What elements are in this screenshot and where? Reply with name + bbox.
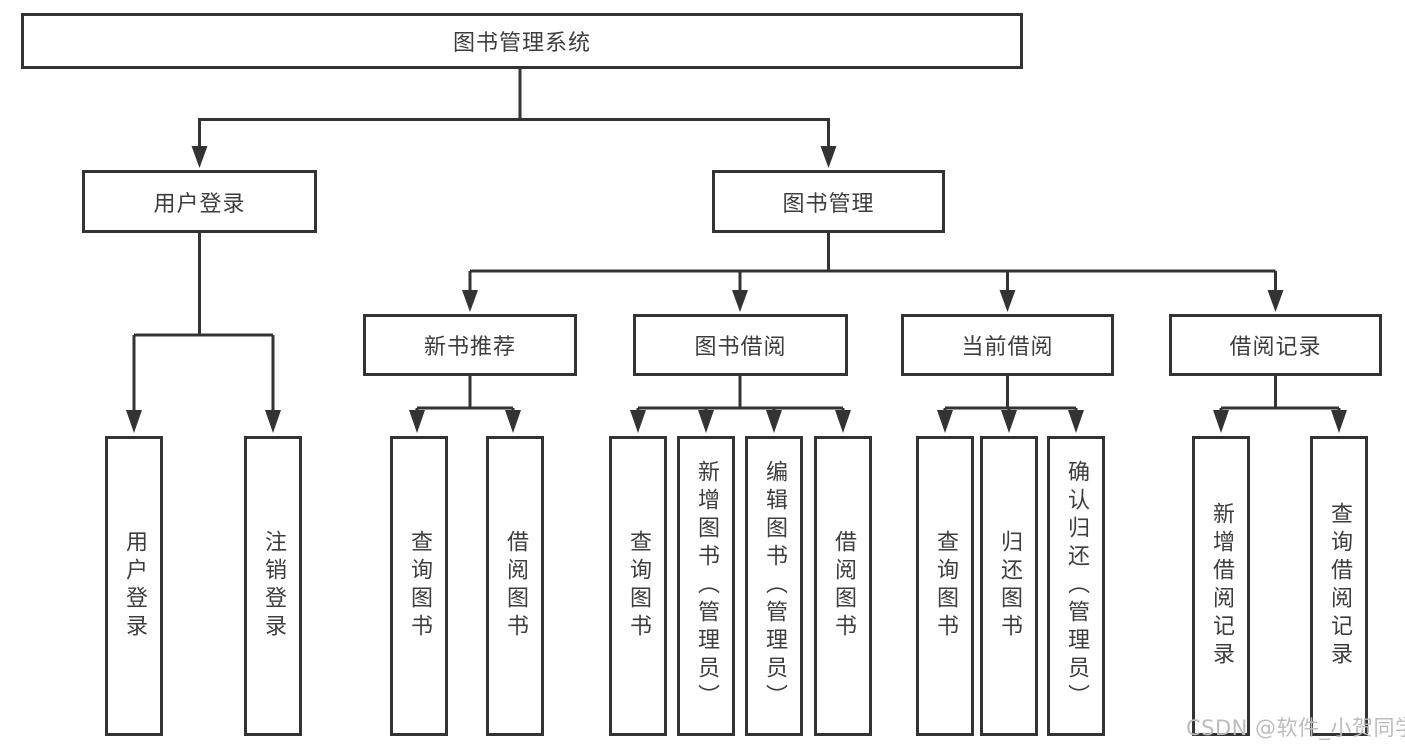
leaf-query-book-borrow: 查询图书: [609, 436, 667, 736]
node-book-management: 图书管理: [712, 170, 945, 233]
node-new-book-recommend: 新书推荐: [363, 314, 577, 376]
leaf-user-login: 用户登录: [105, 436, 163, 736]
leaf-borrow-book: 借阅图书: [814, 436, 872, 736]
leaf-edit-book-admin: 编辑图书（管理员）: [745, 436, 803, 736]
leaf-confirm-return-admin: 确认归还（管理员）: [1047, 436, 1105, 736]
leaf-return-book: 归还图书: [980, 436, 1038, 736]
node-root-system: 图书管理系统: [21, 13, 1023, 69]
leaf-query-book-current: 查询图书: [916, 436, 974, 736]
leaf-borrow-book-recommend: 借阅图书: [486, 436, 544, 736]
leaf-add-book-admin: 新增图书（管理员）: [677, 436, 735, 736]
node-book-borrow: 图书借阅: [633, 314, 848, 376]
leaf-query-borrow-record: 查询借阅记录: [1310, 436, 1368, 736]
leaf-query-book-recommend: 查询图书: [390, 436, 448, 736]
node-user-login: 用户登录: [82, 170, 317, 233]
node-borrow-records: 借阅记录: [1169, 314, 1382, 376]
leaf-logout: 注销登录: [244, 436, 302, 736]
csdn-watermark: CSDN @软件_小贺同学: [1186, 716, 1405, 740]
node-current-borrow: 当前借阅: [901, 314, 1114, 376]
leaf-add-borrow-record: 新增借阅记录: [1192, 436, 1250, 736]
